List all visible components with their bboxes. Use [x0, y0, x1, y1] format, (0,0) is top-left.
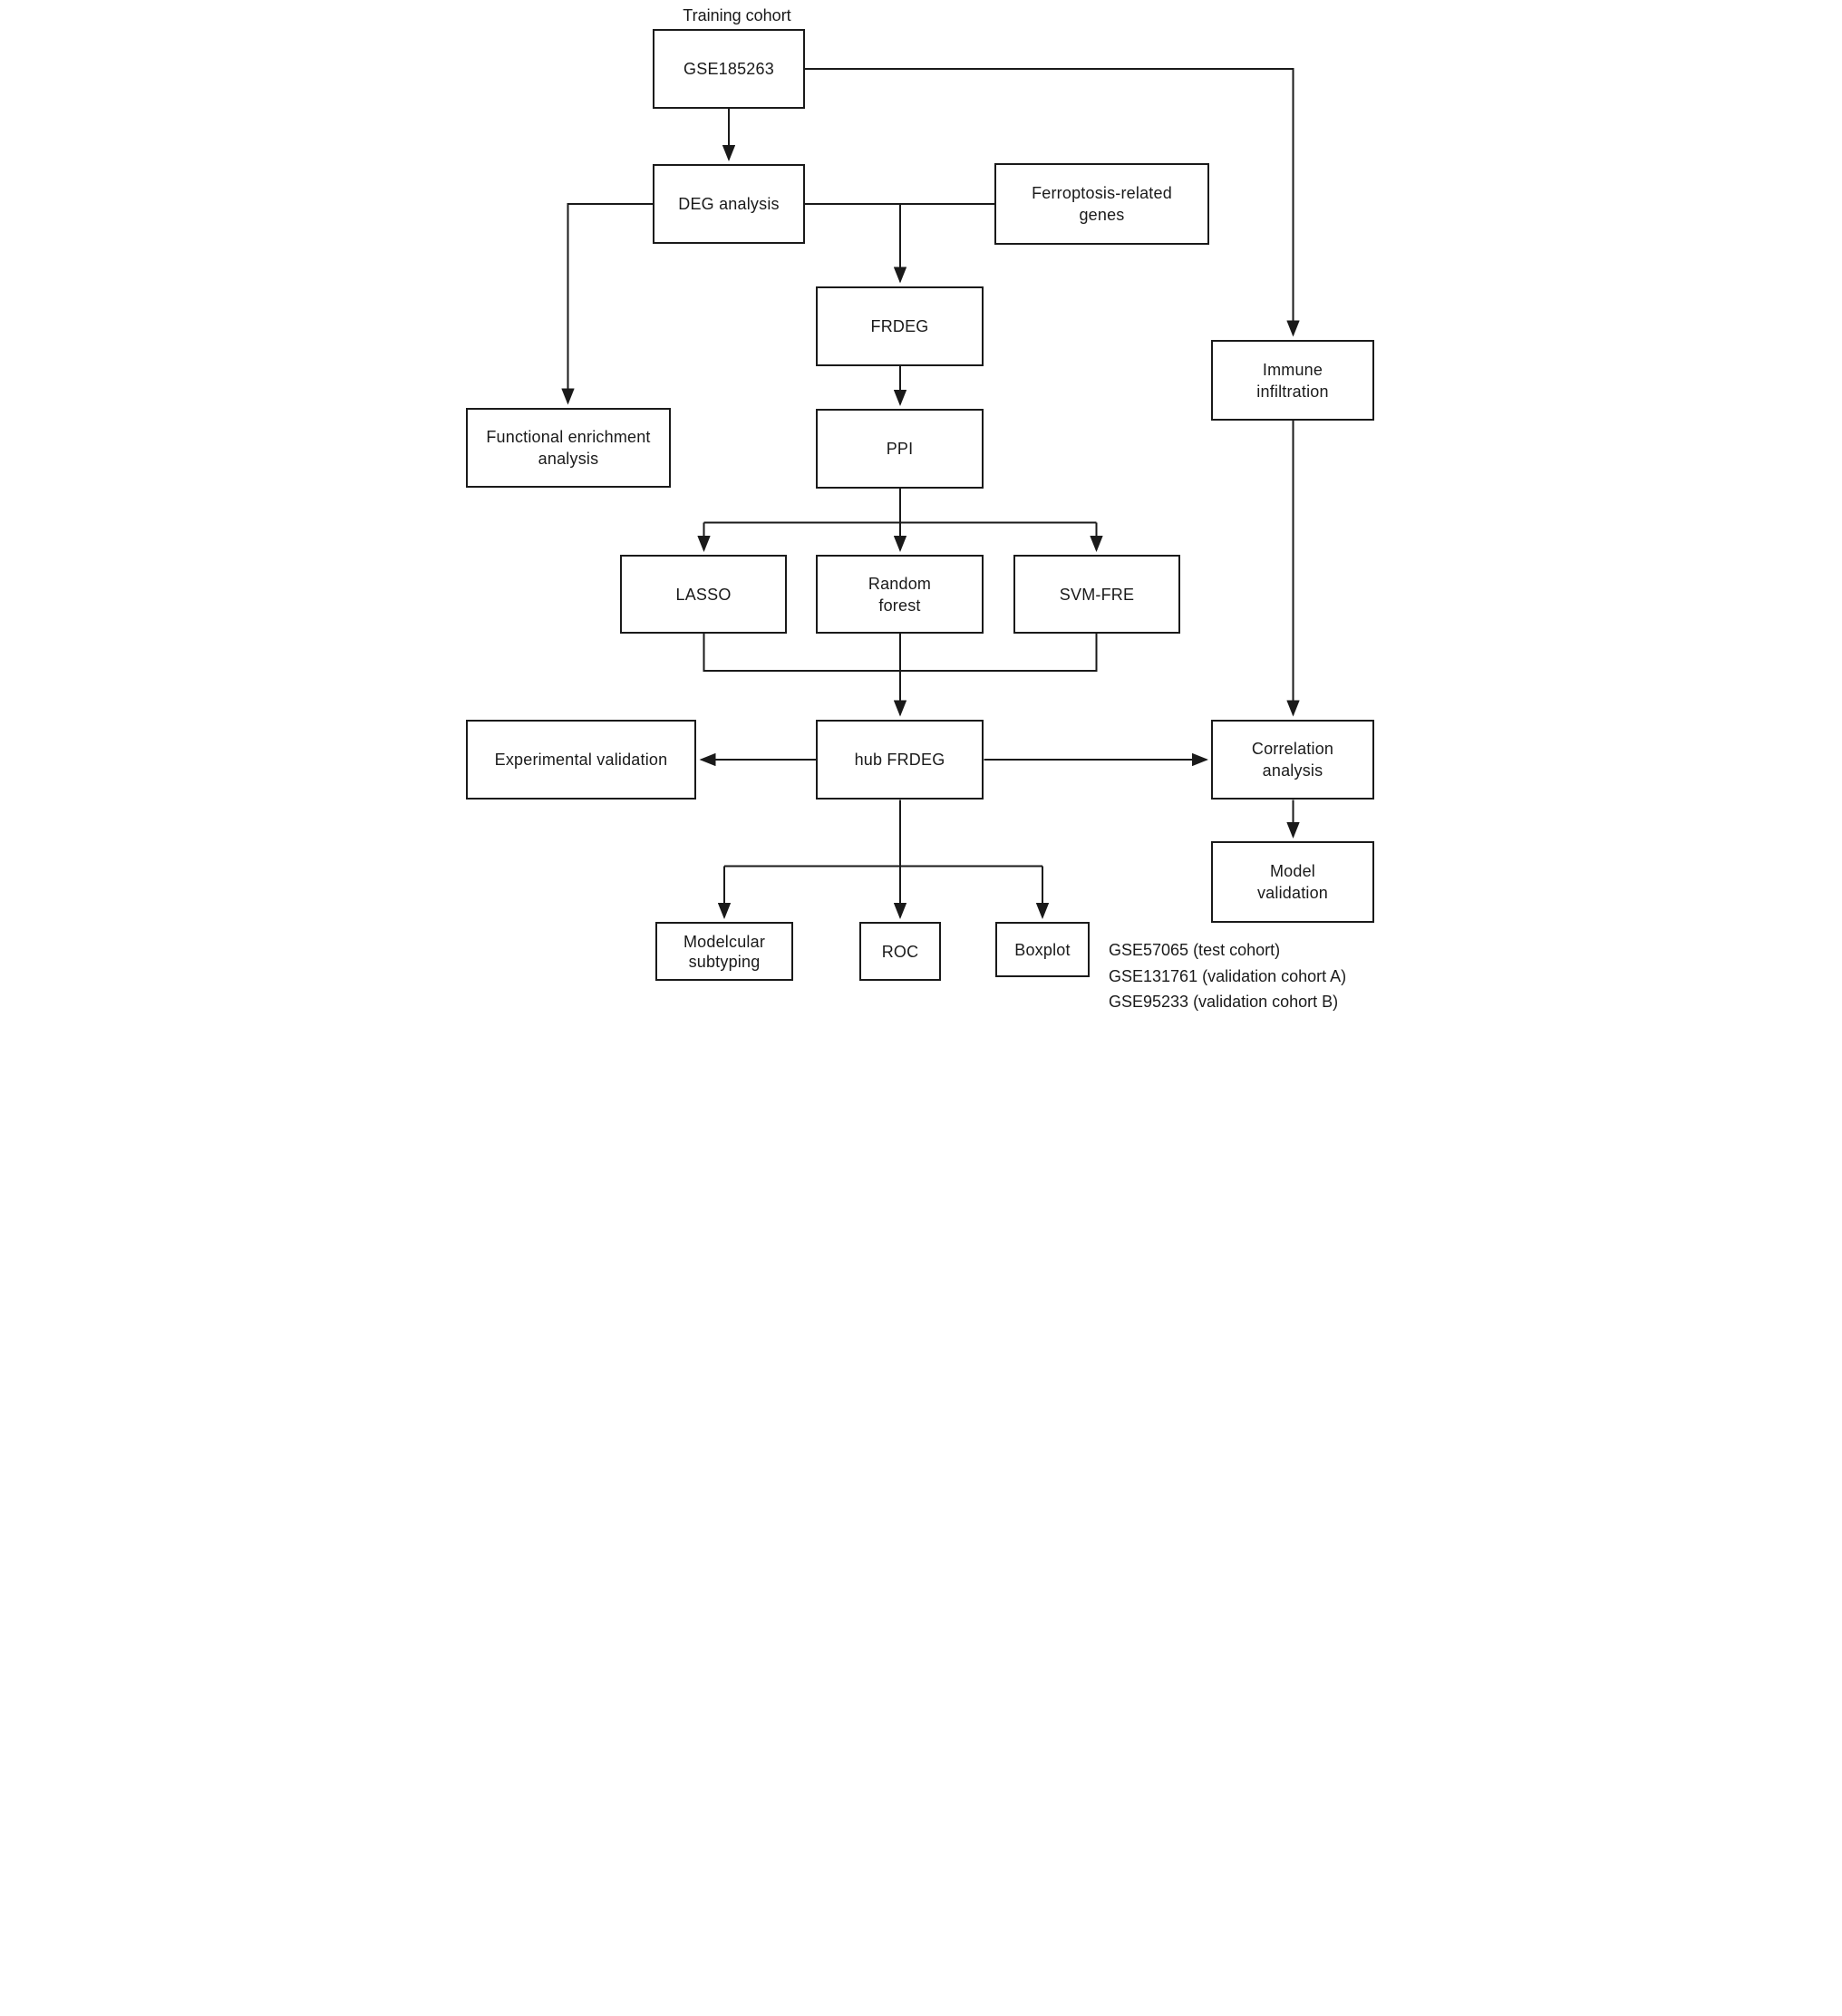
training-cohort-label: Training cohort — [683, 6, 791, 24]
node-hub-frdeg-label: hub FRDEG — [854, 751, 945, 769]
node-lasso-label: LASSO — [675, 585, 732, 604]
node-correlation-line2: analysis — [1262, 761, 1323, 780]
cohort-annotations: GSE57065 (test cohort) GSE131761 (valida… — [1109, 937, 1346, 1015]
annotation-validation-cohort-a: GSE131761 (validation cohort A) — [1109, 966, 1347, 985]
node-functional-line2: analysis — [538, 450, 599, 468]
node-correlation-line1: Correlation — [1251, 740, 1334, 758]
node-roc-label: ROC — [881, 942, 919, 961]
annotation-validation-cohort-b: GSE95233 (validation cohort B) — [1109, 993, 1339, 1011]
node-gse185263-label: GSE185263 — [683, 60, 774, 78]
arrow-deg-to-functional — [561, 203, 654, 405]
node-functional-enrichment: Functional enrichment analysis — [466, 408, 671, 488]
node-gse185263: GSE185263 — [653, 29, 805, 109]
annotation-test-cohort: GSE57065 (test cohort) — [1109, 941, 1281, 959]
flowchart-figure: Training cohort GSE185263 DEG analysis F… — [460, 0, 1382, 1011]
node-lasso: LASSO — [620, 555, 787, 634]
node-boxplot: Boxplot — [995, 922, 1090, 977]
node-frdeg: FRDEG — [816, 286, 984, 366]
node-roc: ROC — [859, 922, 941, 981]
arrow-gse-to-immune — [805, 68, 1300, 337]
node-model-validation-line1: Model — [1269, 862, 1316, 880]
node-correlation-analysis: Correlation analysis — [1211, 720, 1374, 800]
node-deg-analysis-label: DEG analysis — [678, 195, 780, 213]
node-modelcular-line2: subtyping — [688, 952, 761, 971]
node-deg-analysis: DEG analysis — [653, 164, 805, 244]
node-immune-infiltration: Immune infiltration — [1211, 340, 1374, 421]
node-experimental-validation: Experimental validation — [466, 720, 696, 800]
node-model-validation: Model validation — [1211, 841, 1374, 923]
connector-lines — [561, 68, 1300, 919]
node-ferroptosis-line2: genes — [1079, 206, 1125, 224]
node-boxplot-label: Boxplot — [1014, 940, 1071, 959]
node-svm-fre: SVM-FRE — [1013, 555, 1180, 634]
node-hub-frdeg: hub FRDEG — [816, 720, 984, 800]
node-modelcular-subtyping: Modelcular subtyping — [655, 922, 793, 981]
node-random-forest-line1: Random — [868, 574, 932, 593]
node-ppi-label: PPI — [886, 440, 914, 458]
node-ferroptosis-related-genes: Ferroptosis-related genes — [994, 163, 1209, 245]
node-ferroptosis-line1: Ferroptosis-related — [1032, 184, 1172, 202]
node-svm-fre-label: SVM-FRE — [1059, 585, 1135, 604]
node-random-forest-line2: forest — [878, 596, 921, 615]
node-immune-line1: Immune — [1262, 360, 1323, 379]
node-frdeg-label: FRDEG — [870, 317, 929, 335]
node-immune-line2: infiltration — [1256, 382, 1329, 401]
node-experimental-label: Experimental validation — [494, 751, 668, 769]
node-random-forest: Random forest — [816, 555, 984, 634]
node-functional-line1: Functional enrichment — [486, 428, 651, 446]
node-ppi: PPI — [816, 409, 984, 489]
node-modelcular-line1: Modelcular — [683, 932, 766, 951]
node-model-validation-line2: validation — [1256, 884, 1329, 902]
